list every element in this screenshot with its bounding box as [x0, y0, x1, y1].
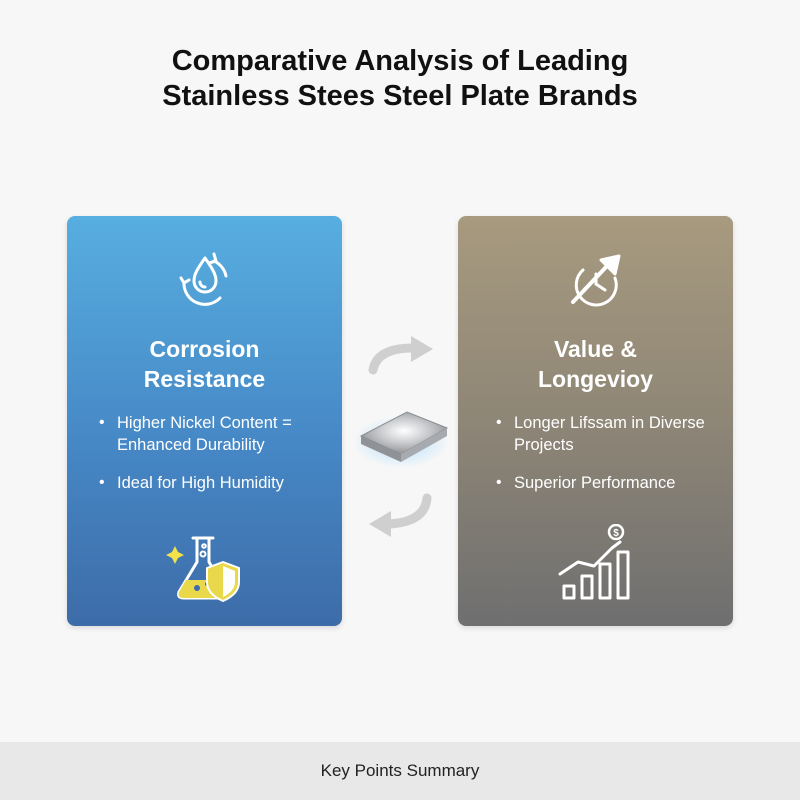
card-heading: Value & Longevioy [458, 334, 733, 394]
card-heading: Corrosion Resistance [67, 334, 342, 394]
value-longevity-card: Value & Longevioy Longer Lifssam in Dive… [458, 216, 733, 626]
title-line-1: Comparative Analysis of Leading [171, 45, 629, 77]
bar-chart-dollar-icon: $ [458, 524, 733, 604]
page-title: Comparative Analysis of Leading Stainles… [0, 44, 800, 114]
list-item: Superior Performance [494, 472, 734, 494]
card-heading-line-1: Value & [553, 336, 638, 362]
list-item: Higher Nickel Content = Enhanced Durabil… [97, 412, 337, 456]
footer-label: Key Points Summary [320, 761, 480, 780]
bullet-list: Longer Lifssam in Diverse Projects Super… [494, 412, 734, 510]
arrow-left-icon [369, 493, 432, 537]
bullet-list: Higher Nickel Content = Enhanced Durabil… [97, 412, 337, 510]
card-heading-line-1: Corrosion [149, 336, 260, 362]
corrosion-resistance-card: Corrosion Resistance Higher Nickel Conte… [67, 216, 342, 626]
list-item: Ideal for High Humidity [97, 472, 337, 494]
card-heading-line-2: Resistance [143, 366, 266, 392]
flask-shield-icon [67, 524, 342, 604]
clock-growth-arrow-icon [458, 244, 733, 314]
steel-plate-icon [353, 411, 449, 468]
svg-text:$: $ [613, 528, 619, 539]
list-item: Longer Lifssam in Diverse Projects [494, 412, 734, 456]
center-graphic [353, 330, 450, 550]
footer-bar: Key Points Summary [0, 742, 800, 800]
card-heading-line-2: Longevioy [537, 366, 653, 392]
arrow-right-icon [368, 336, 433, 375]
water-drop-cycle-icon [67, 244, 342, 314]
title-line-2: Stainless Stees Steel Plate Brands [162, 80, 638, 112]
